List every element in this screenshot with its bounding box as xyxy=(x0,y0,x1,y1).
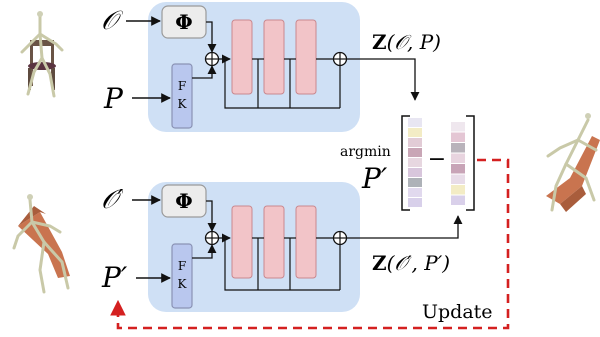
right-bracket xyxy=(466,115,475,211)
fk-box-bottom xyxy=(171,243,193,309)
fk-label-f-bottom: F xyxy=(178,259,186,273)
chair-pose-illustration-top-left xyxy=(20,11,64,98)
residual-block-1-top xyxy=(231,19,253,95)
pose-label-top: P xyxy=(103,82,124,115)
fk-label-k-top: K xyxy=(178,97,188,111)
embedding-bottom-cell xyxy=(451,185,465,195)
embedding-vector-top xyxy=(408,118,422,207)
fk-label-f-top: F xyxy=(178,79,186,93)
fk-to-sum-arrow-bottom xyxy=(192,244,217,259)
residual-block-1-bottom xyxy=(231,205,253,279)
embedding-bottom-cell xyxy=(451,174,465,184)
object-label-bottom: 𝒪′ xyxy=(101,185,124,215)
object-label-top: 𝒪 xyxy=(101,6,124,36)
lounge-chair-pose-illustration-bottom-left xyxy=(12,194,70,294)
output-label-bottom: Z(𝒪′, P′) xyxy=(372,251,450,275)
embedding-top-cell xyxy=(408,148,422,157)
output-label-top: Z(𝒪, P) xyxy=(372,30,441,54)
left-bracket xyxy=(401,115,410,211)
embedding-bottom-cell xyxy=(451,132,465,142)
minus-sign: − xyxy=(428,147,446,172)
phi-label-bottom: Φ xyxy=(175,189,192,213)
pose-label-bottom: P′ xyxy=(101,261,128,294)
fk-label-k-bottom: K xyxy=(178,277,188,291)
phi-label-top: Φ xyxy=(175,10,192,34)
embedding-bottom-cell xyxy=(451,164,465,174)
residual-block-3-top xyxy=(295,19,317,95)
phi-to-sum-arrow-bottom xyxy=(206,200,217,232)
output-arrow-top xyxy=(346,58,420,101)
residual-block-2-top xyxy=(263,19,285,95)
lounge-chair-pose-illustration-right xyxy=(546,113,600,212)
embedding-bottom-cell xyxy=(451,122,465,132)
fk-to-sum-arrow-top xyxy=(192,65,217,79)
fk-box-top xyxy=(171,63,193,129)
embedding-top-cell xyxy=(408,128,422,137)
argmin-variable-label: P′ xyxy=(361,162,388,195)
embedding-top-cell xyxy=(408,158,422,167)
output-arrow-bottom xyxy=(346,215,463,239)
embedding-top-cell xyxy=(408,118,422,127)
phi-to-sum-arrow-top xyxy=(206,21,217,53)
embedding-top-cell xyxy=(408,138,422,147)
update-label: Update xyxy=(422,301,493,323)
residual-block-3-bottom xyxy=(295,205,317,279)
embedding-bottom-cell xyxy=(451,195,465,205)
embedding-bottom-cell xyxy=(451,153,465,163)
update-loop-arrow xyxy=(110,158,510,330)
embedding-top-cell xyxy=(408,198,422,207)
embedding-top-cell xyxy=(408,168,422,177)
argmin-label: argmin xyxy=(340,144,391,160)
skip-connections-top xyxy=(224,59,340,109)
embedding-bottom-cell xyxy=(451,143,465,153)
embedding-top-cell xyxy=(408,178,422,187)
residual-block-2-bottom xyxy=(263,205,285,279)
embedding-top-cell xyxy=(408,188,422,197)
embedding-vector-bottom xyxy=(451,122,465,205)
skip-connections-bottom xyxy=(224,238,340,291)
